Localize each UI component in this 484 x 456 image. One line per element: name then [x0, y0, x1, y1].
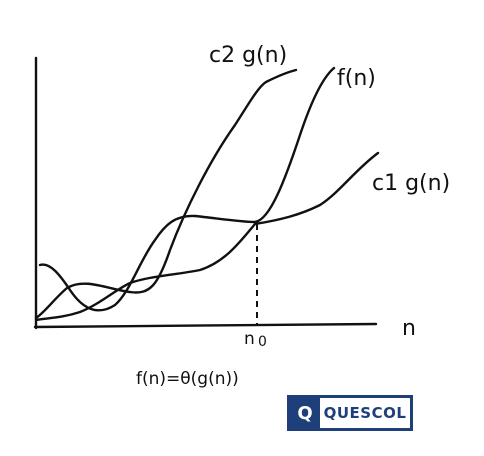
- x-axis: [33, 322, 378, 329]
- formula-text: f(n)=θ(g(n)): [136, 369, 239, 389]
- label-n0-base: n: [244, 329, 255, 349]
- label-c1-g-n: c1 g(n): [372, 171, 450, 196]
- label-n0: n 0: [244, 329, 267, 350]
- c2-g-n-curve: [34, 68, 298, 320]
- f-n-curve: [38, 66, 336, 312]
- label-c2-g-n: c2 g(n): [209, 43, 287, 68]
- logo-wordmark: QUESCOL: [320, 398, 410, 428]
- c1-g-n-curve: [34, 151, 380, 322]
- label-x-axis-n: n: [402, 316, 416, 341]
- label-f-n: f(n): [337, 66, 376, 91]
- quescol-logo: Q QUESCOL: [287, 395, 413, 431]
- logo-mark: Q: [290, 398, 320, 428]
- label-n0-subscript: 0: [258, 334, 267, 350]
